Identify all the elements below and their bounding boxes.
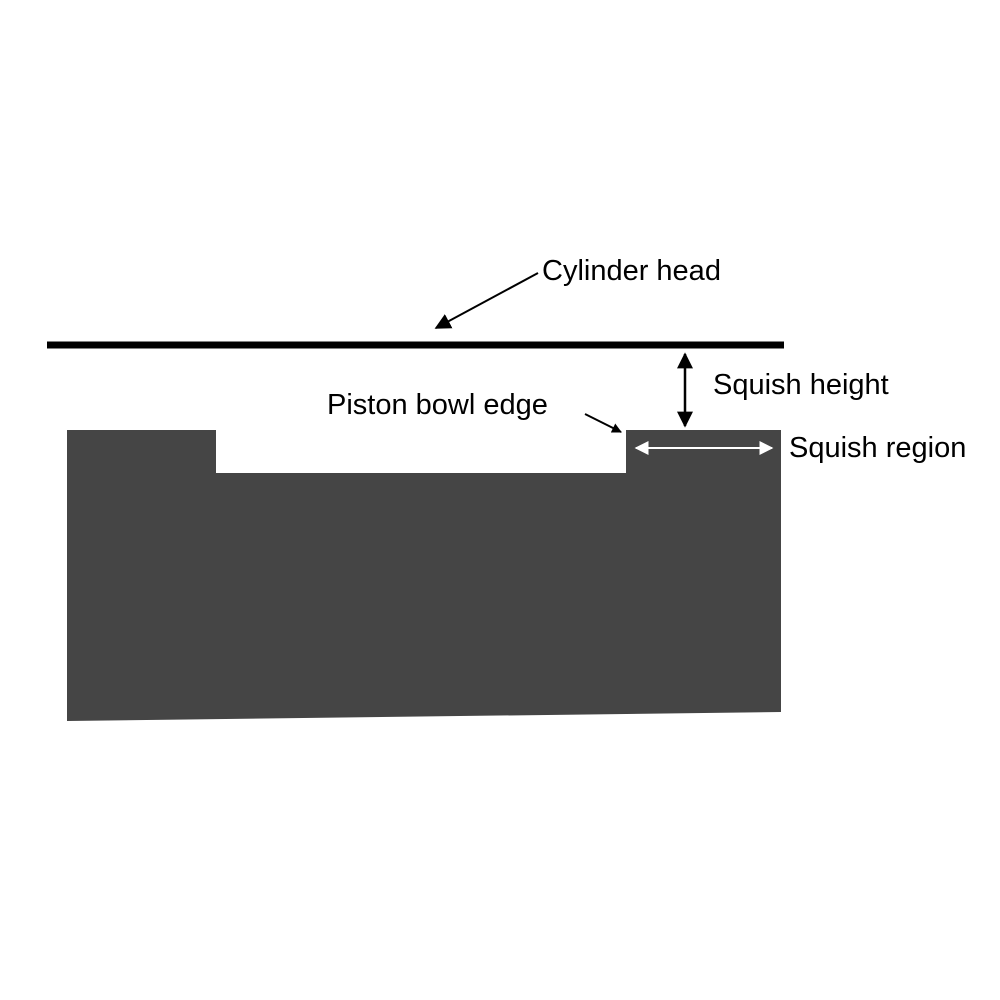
cylinder-head-leader-arrow: [434, 272, 539, 329]
piston-bowl-edge-leader-arrow: [584, 413, 622, 433]
squish-height-label: Squish height: [713, 369, 889, 401]
cylinder-head-label: Cylinder head: [542, 255, 721, 287]
piston-bowl-edge-label: Piston bowl edge: [327, 389, 548, 421]
squish-region-label: Squish region: [789, 432, 966, 464]
piston-body: [67, 430, 781, 721]
